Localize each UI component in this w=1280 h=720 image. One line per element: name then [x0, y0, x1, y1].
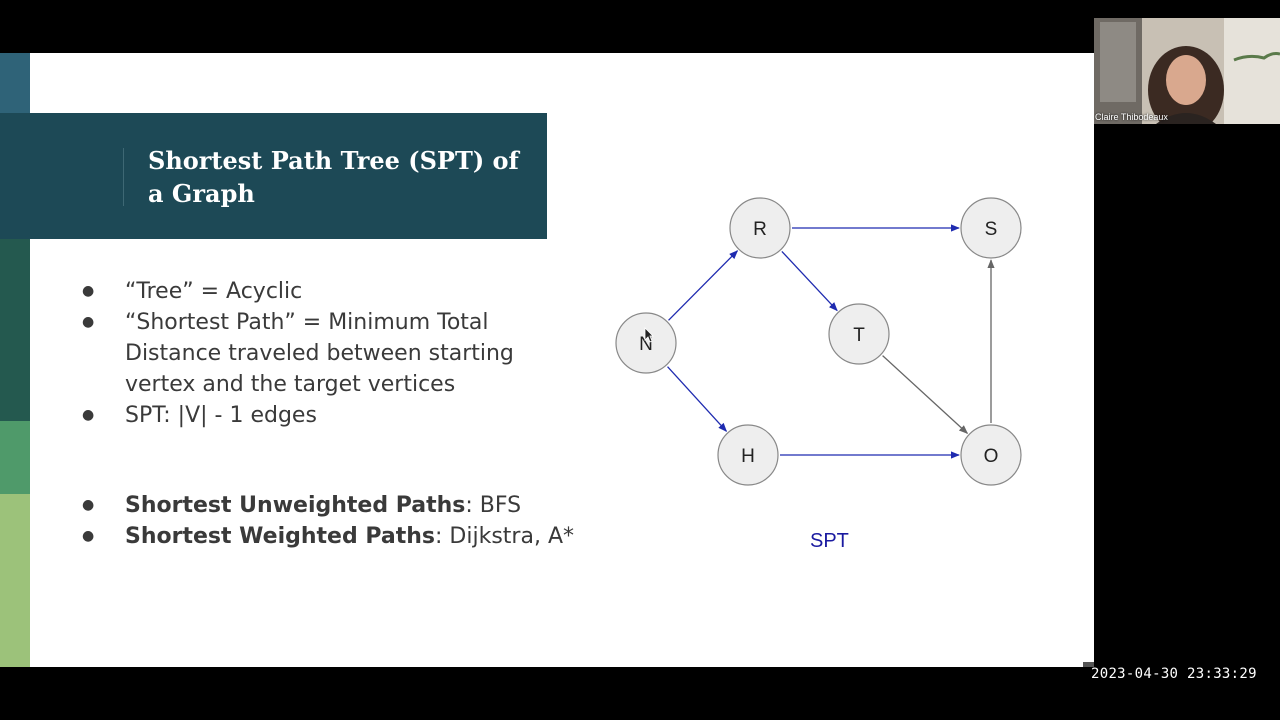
- bullet-spt-edges: SPT: |V| - 1 edges: [80, 400, 580, 431]
- node-t: T: [828, 303, 890, 365]
- nodes-layer: R S N T H O: [615, 197, 1022, 486]
- bullet-shortest-path: “Shortest Path” = Minimum Total Distance…: [80, 307, 580, 400]
- title-divider: [123, 148, 124, 206]
- node-circle: [717, 424, 779, 486]
- node-label: T: [853, 325, 865, 346]
- bullet-unweighted: Shortest Unweighted Paths: BFS: [80, 490, 580, 521]
- node-s: S: [960, 197, 1022, 259]
- node-label: H: [741, 446, 755, 467]
- edge-r-t: [781, 250, 838, 312]
- node-circle: [615, 312, 677, 374]
- weighted-label: Shortest Weighted Paths: [125, 524, 436, 549]
- edge-n-h: [667, 366, 728, 433]
- node-circle: [960, 424, 1022, 486]
- edge-t-o: [882, 355, 969, 434]
- slide-corner-mark: [1083, 662, 1094, 667]
- unweighted-label: Shortest Unweighted Paths: [125, 493, 466, 518]
- slide: Shortest Path Tree (SPT) of a Graph “Tre…: [0, 53, 1094, 667]
- weighted-algo: : Dijkstra, A*: [435, 524, 574, 549]
- title-bar: Shortest Path Tree (SPT) of a Graph: [0, 113, 547, 239]
- algorithm-list: Shortest Unweighted Paths: BFS Shortest …: [80, 490, 580, 552]
- node-r: R: [729, 197, 791, 259]
- node-label: R: [753, 219, 767, 240]
- graph-caption: SPT: [810, 530, 849, 552]
- webcam-tile: Claire Thibodeaux: [1094, 18, 1280, 124]
- edges-layer: [667, 224, 995, 459]
- spt-graph: R S N T H O SPT: [615, 197, 1022, 552]
- accent-strip-4: [0, 494, 30, 667]
- node-circle: [729, 197, 791, 259]
- bullet-weighted: Shortest Weighted Paths: Dijkstra, A*: [80, 521, 580, 552]
- accent-strip-1: [0, 53, 30, 113]
- node-circle: [828, 303, 890, 365]
- recording-timestamp: 2023-04-30 23:33:29: [1091, 666, 1257, 682]
- definition-list: “Tree” = Acyclic “Shortest Path” = Minim…: [80, 276, 580, 431]
- node-label: O: [984, 446, 999, 467]
- node-h: H: [717, 424, 779, 486]
- participant-name: Claire Thibodeaux: [1095, 112, 1168, 122]
- mouse-cursor-icon: [644, 327, 654, 347]
- node-circle: [960, 197, 1022, 259]
- webcam-video-icon: [1094, 18, 1280, 124]
- node-o: O: [960, 424, 1022, 486]
- edge-n-r: [668, 250, 739, 321]
- unweighted-algo: : BFS: [465, 493, 522, 518]
- accent-strip-3: [0, 421, 30, 494]
- accent-strip-2: [0, 239, 30, 421]
- node-n: N: [615, 312, 677, 374]
- bullet-tree: “Tree” = Acyclic: [80, 276, 580, 307]
- slide-title: Shortest Path Tree (SPT) of a Graph: [148, 146, 519, 208]
- node-label: S: [985, 219, 998, 240]
